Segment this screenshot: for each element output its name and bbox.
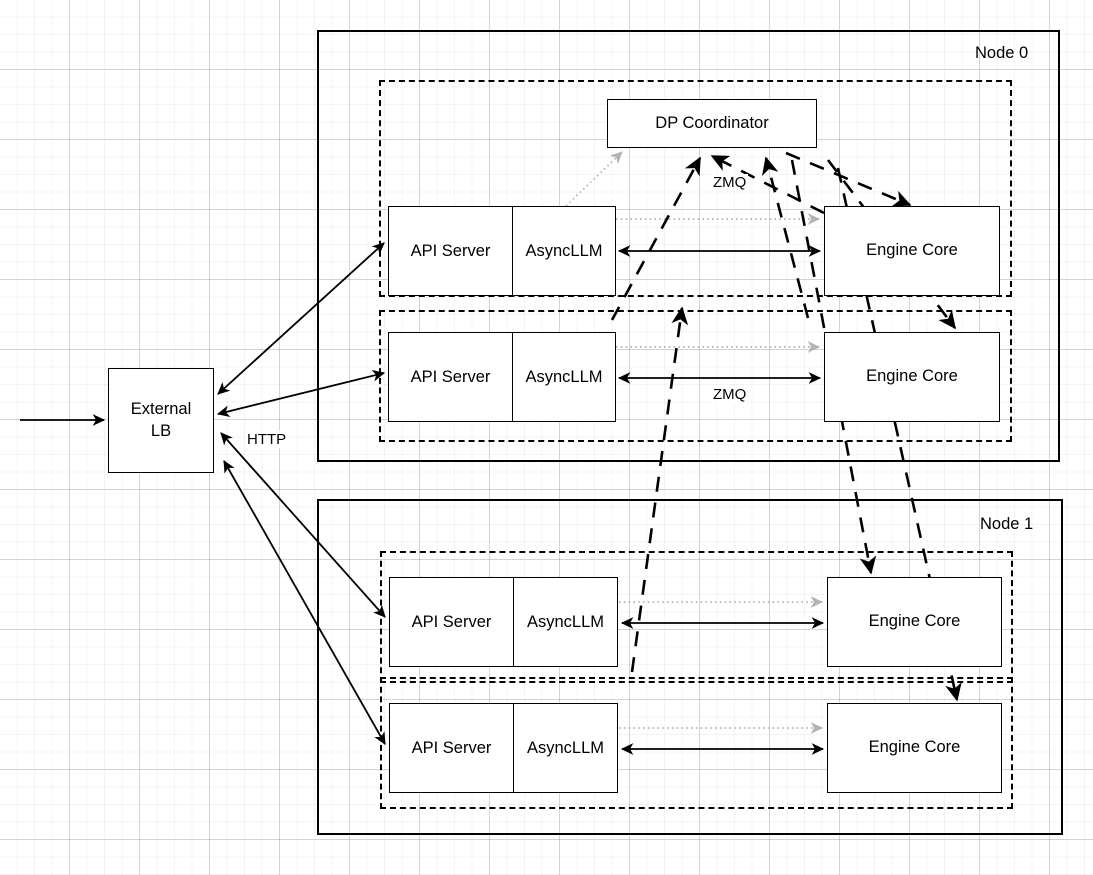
external-lb-label-line1: External xyxy=(130,400,192,419)
async-llm-cell[interactable]: AsyncLLM xyxy=(526,738,605,757)
api-server-cell[interactable]: API Server xyxy=(390,578,514,666)
node-0-dp-group-0 xyxy=(379,80,1012,297)
external-lb-label-line2: LB xyxy=(150,421,172,440)
node-1-dp-0-api-server-unit[interactable]: API Server AsyncLLM xyxy=(389,577,618,667)
node-1-container xyxy=(317,499,1063,835)
api-server-cell[interactable]: API Server xyxy=(389,333,513,421)
node-1-dp-group-0 xyxy=(380,551,1013,683)
api-server-cell[interactable]: API Server xyxy=(390,704,514,792)
node-0-dp-0-api-server-unit[interactable]: API Server AsyncLLM xyxy=(388,206,616,296)
node-1-dp-group-1 xyxy=(380,677,1013,809)
engine-core-label: Engine Core xyxy=(868,738,961,757)
api-server-cell[interactable]: API Server xyxy=(389,207,513,295)
engine-core-label: Engine Core xyxy=(868,612,961,631)
node-1-dp-1-engine-core-box[interactable]: Engine Core xyxy=(827,703,1002,793)
node-0-dp-1-engine-core-box[interactable]: Engine Core xyxy=(824,332,1000,422)
engine-core-label: Engine Core xyxy=(866,367,958,386)
node-0-label: Node 0 xyxy=(975,44,1029,62)
async-llm-cell[interactable]: AsyncLLM xyxy=(526,612,605,631)
node-1-dp-0-engine-core-box[interactable]: Engine Core xyxy=(827,577,1002,667)
zmq-edge-label-0: ZMQ xyxy=(711,174,749,191)
dp-coordinator-box[interactable]: DP Coordinator xyxy=(607,99,817,148)
node-0-container xyxy=(317,30,1060,462)
node-0-dp-1-api-server-unit[interactable]: API Server AsyncLLM xyxy=(388,332,616,422)
engine-core-label: Engine Core xyxy=(866,241,958,260)
external-lb-box[interactable]: External LB xyxy=(108,368,214,473)
dp-coordinator-label: DP Coordinator xyxy=(655,113,769,132)
node-0-dp-0-engine-core-box[interactable]: Engine Core xyxy=(824,206,1000,296)
zmq-edge-label-1: ZMQ xyxy=(711,386,749,403)
node-1-dp-1-api-server-unit[interactable]: API Server AsyncLLM xyxy=(389,703,618,793)
node-1-label: Node 1 xyxy=(980,515,1034,533)
async-llm-cell[interactable]: AsyncLLM xyxy=(525,241,603,260)
async-llm-cell[interactable]: AsyncLLM xyxy=(525,367,603,386)
node-0-dp-group-1 xyxy=(379,310,1012,442)
http-edge-label: HTTP xyxy=(245,431,289,448)
